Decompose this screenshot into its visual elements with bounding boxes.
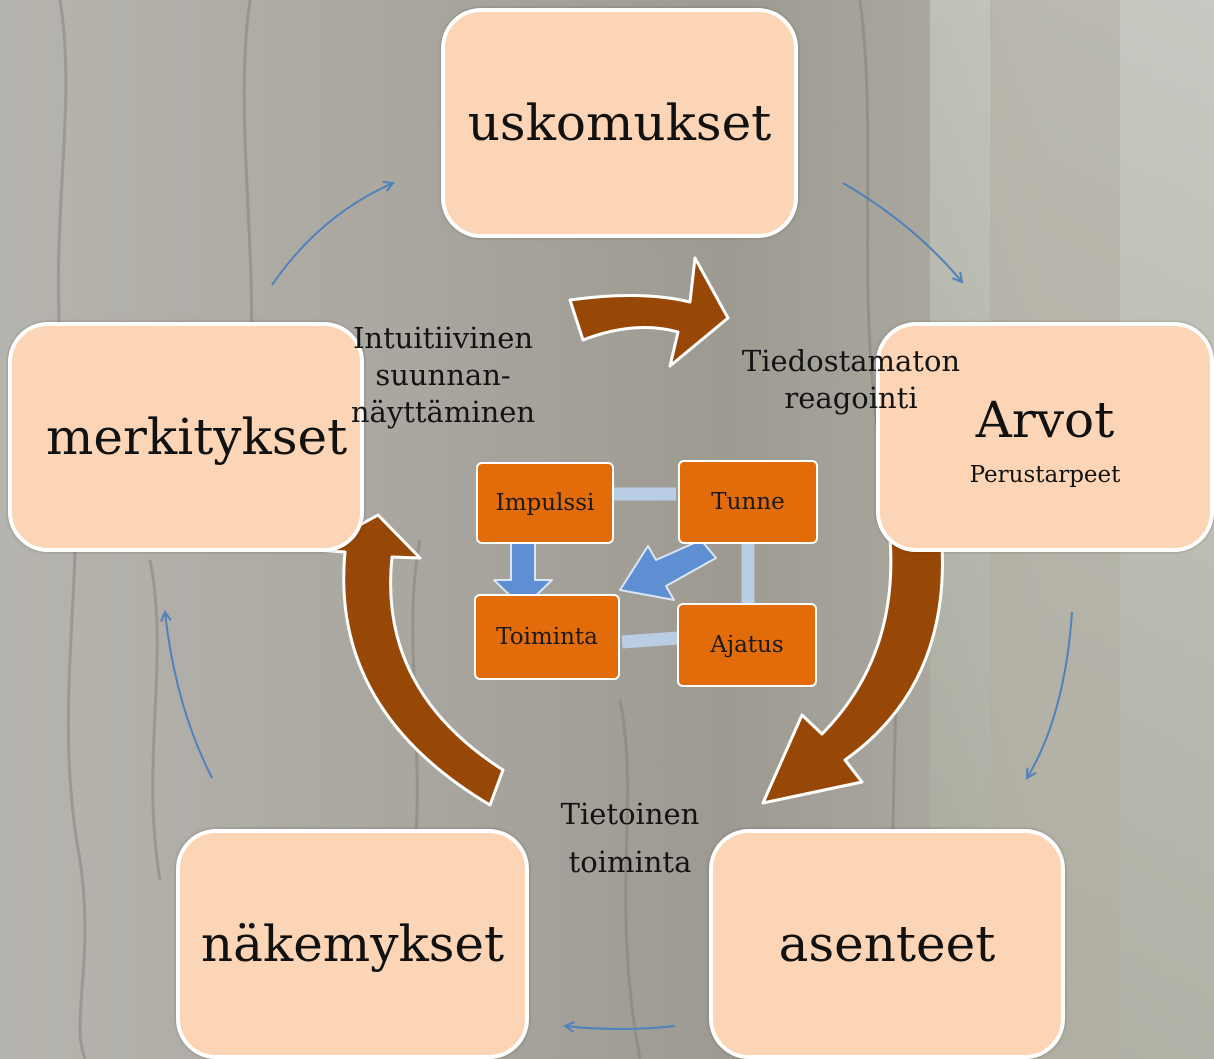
inner-node-toiminta: Toiminta [474, 594, 620, 680]
inner-node-impulssi: Impulssi [476, 462, 614, 544]
label-intuitive: Intuitiivinen suunnan- näyttäminen [330, 320, 556, 431]
inner-node-toiminta-label: Toiminta [496, 624, 598, 650]
node-asenteet: asenteet [709, 829, 1065, 1059]
label-intuitive-line1: Intuitiivinen [352, 321, 534, 355]
label-intuitive-line3: näyttäminen [350, 395, 536, 429]
inner-node-ajatus: Ajatus [677, 603, 817, 687]
node-arvot-label: Arvot [975, 390, 1115, 449]
thin-arrow-nakemykset-to-merkitykset [165, 612, 213, 779]
label-unconscious-line2: reagointi [784, 381, 918, 415]
thin-arrow-uskomukset-to-arvot [842, 182, 962, 282]
node-merkitykset-label: merkitykset [46, 407, 348, 466]
node-arvot: Arvot Perustarpeet [876, 322, 1214, 552]
inner-node-ajatus-label: Ajatus [710, 632, 784, 658]
node-nakemykset: näkemykset [176, 829, 529, 1059]
inner-node-impulssi-label: Impulssi [495, 490, 595, 516]
label-unconscious: Tiedostamaton reagointi [722, 343, 980, 417]
label-conscious: Tietoinen toiminta [540, 790, 720, 886]
big-arrow-unconscious [761, 516, 944, 805]
thin-cycle-arrows [165, 182, 1073, 1029]
blue-arrow-tunne-to-toiminta [619, 539, 717, 601]
inner-node-tunne: Tunne [678, 460, 818, 544]
node-merkitykset: merkitykset [8, 322, 364, 552]
label-intuitive-line2: suunnan- [375, 358, 511, 392]
inner-node-tunne-label: Tunne [711, 489, 785, 515]
label-conscious-line2: toiminta [568, 845, 692, 879]
node-nakemykset-label: näkemykset [200, 914, 505, 973]
thin-arrow-merkitykset-to-uskomukset [271, 183, 393, 286]
label-conscious-line1: Tietoinen [560, 797, 700, 831]
thin-arrow-arvot-to-asenteet [1027, 611, 1073, 778]
inner-connectors [612, 487, 755, 649]
big-arrow-intuitive [568, 256, 730, 368]
node-arvot-sublabel: Perustarpeet [969, 461, 1121, 488]
node-asenteet-label: asenteet [778, 914, 996, 973]
thin-arrow-asenteet-to-nakemykset [565, 1026, 676, 1029]
connector-toiminta-ajatus [621, 631, 679, 649]
node-uskomukset-label: uskomukset [467, 93, 772, 152]
node-uskomukset: uskomukset [441, 8, 798, 238]
label-unconscious-line1: Tiedostamaton [741, 344, 961, 378]
